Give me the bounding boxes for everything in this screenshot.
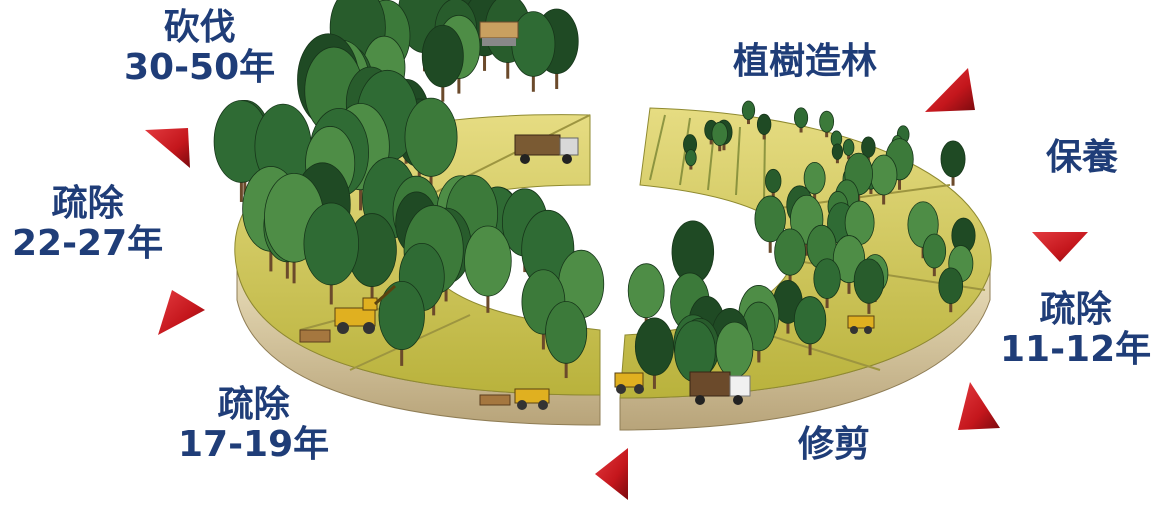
truck-icon bbox=[689, 371, 751, 405]
stage-label-thinning-2: 疏除 17-19年 bbox=[178, 384, 330, 466]
red-triangle-arrow-icon bbox=[925, 68, 975, 112]
tree-icon bbox=[774, 228, 806, 287]
segment-divider bbox=[409, 114, 591, 206]
tree-icon bbox=[922, 233, 947, 277]
tractor-icon bbox=[847, 315, 875, 334]
tree-icon bbox=[940, 140, 966, 186]
tree-icon bbox=[793, 296, 827, 356]
tree-icon bbox=[803, 161, 826, 202]
tractor-icon bbox=[614, 372, 644, 394]
log-pile-icon bbox=[479, 21, 519, 46]
tractor-icon bbox=[514, 388, 550, 410]
log-pile-icon bbox=[299, 329, 331, 343]
red-triangle-arrow-icon bbox=[958, 382, 1000, 430]
stage-label-pruning: 修剪 bbox=[798, 424, 871, 465]
tree-icon bbox=[831, 143, 844, 164]
tree-icon bbox=[842, 139, 855, 160]
tree-group bbox=[213, 0, 976, 397]
tree-icon bbox=[421, 24, 464, 102]
tree-icon bbox=[213, 100, 270, 202]
stage-title: 修剪 bbox=[798, 424, 871, 465]
tree-icon bbox=[627, 263, 665, 331]
tree-icon bbox=[511, 11, 556, 92]
tractor-icon bbox=[334, 284, 397, 334]
stage-label-planting: 植樹造林 bbox=[733, 41, 878, 82]
tree-icon bbox=[378, 280, 425, 366]
stage-title: 砍伐 bbox=[163, 7, 236, 48]
stage-label-maintenance: 保養 bbox=[1046, 137, 1119, 178]
stage-label-thinning-3: 疏除 22-27年 bbox=[12, 183, 164, 265]
red-triangle-arrow-icon bbox=[595, 448, 628, 500]
tree-icon bbox=[545, 301, 588, 379]
stage-years: 17-19年 bbox=[178, 424, 330, 466]
red-triangle-arrow-icon bbox=[158, 290, 205, 335]
tree-icon bbox=[404, 97, 458, 195]
stage-label-harvest: 砍伐 30-50年 bbox=[124, 7, 276, 89]
stage-years: 30-50年 bbox=[124, 47, 276, 89]
stage-title: 疏除 bbox=[217, 384, 290, 425]
stage-title: 疏除 bbox=[51, 183, 124, 224]
tree-icon bbox=[634, 317, 674, 389]
tree-icon bbox=[938, 267, 964, 313]
tree-icon bbox=[754, 195, 786, 253]
tree-icon bbox=[464, 225, 512, 313]
red-triangle-arrow-icon bbox=[145, 128, 190, 168]
stage-years: 22-27年 bbox=[12, 223, 164, 265]
red-triangle-arrow-icon bbox=[1032, 232, 1088, 262]
log-pile-icon bbox=[479, 394, 511, 406]
stage-years: 11-12年 bbox=[1000, 329, 1152, 371]
stage-title: 保養 bbox=[1046, 137, 1119, 178]
stage-title: 植樹造林 bbox=[733, 41, 878, 82]
tree-icon bbox=[853, 258, 885, 314]
stage-label-thinning-1: 疏除 11-12年 bbox=[1000, 289, 1152, 371]
tree-icon bbox=[303, 202, 359, 305]
cycle-arrows bbox=[145, 68, 1088, 500]
tree-icon bbox=[711, 121, 728, 152]
tree-icon bbox=[793, 107, 809, 133]
tree-icon bbox=[756, 113, 772, 140]
tree-icon bbox=[741, 100, 756, 125]
tree-icon bbox=[861, 136, 876, 163]
tree-icon bbox=[765, 168, 782, 199]
tree-icon bbox=[685, 149, 697, 170]
stage-title: 疏除 bbox=[1039, 289, 1112, 330]
tree-icon bbox=[813, 258, 841, 309]
tree-icon bbox=[819, 110, 835, 138]
truck-icon bbox=[514, 134, 579, 164]
